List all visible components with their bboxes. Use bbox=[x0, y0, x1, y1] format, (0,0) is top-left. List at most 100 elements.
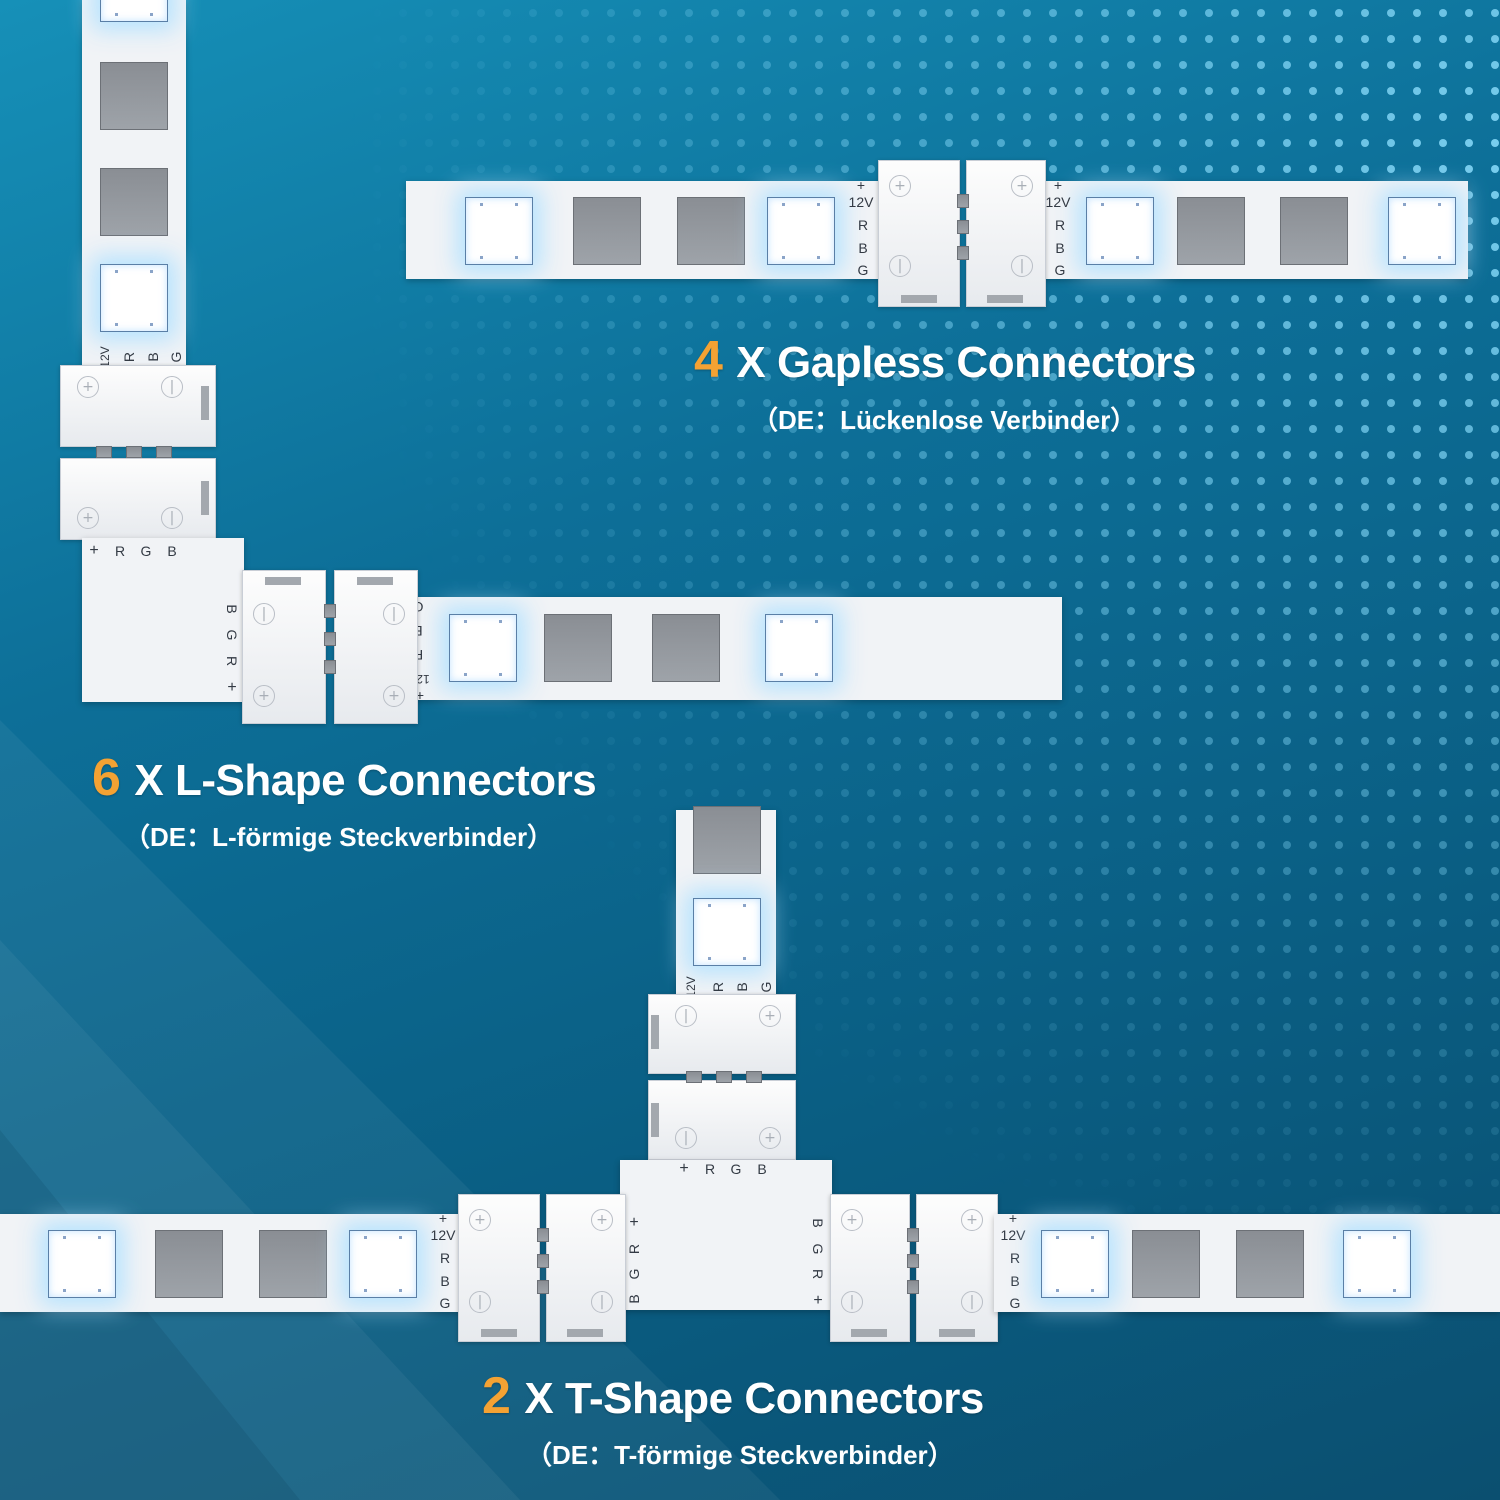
connector-pin bbox=[96, 446, 112, 458]
latch bbox=[651, 1103, 659, 1137]
screw-icon: | bbox=[383, 603, 405, 625]
screw-icon: | bbox=[469, 1291, 491, 1313]
gapless-subtitle: （DE：Lückenlose Verbinder） bbox=[752, 405, 1137, 435]
pin-label-b: B bbox=[1055, 240, 1065, 256]
tshape-connector-left-inner: + | bbox=[546, 1194, 626, 1342]
latch bbox=[201, 386, 209, 420]
tshape-connector-left-outer: + | bbox=[458, 1194, 540, 1342]
latch bbox=[651, 1015, 659, 1049]
pin-label-12v: 12V bbox=[1045, 194, 1071, 210]
connector-pin bbox=[957, 194, 969, 208]
pin-label-g: G bbox=[730, 1161, 742, 1177]
latch bbox=[987, 295, 1023, 303]
pin-label-g: G bbox=[857, 262, 869, 278]
tshape-count: 2 bbox=[482, 1367, 511, 1425]
screw-icon: + bbox=[383, 685, 405, 707]
pin-label-g: G bbox=[439, 1295, 451, 1311]
connector-pin bbox=[907, 1254, 919, 1268]
lshape-corner-board bbox=[82, 538, 244, 702]
screw-icon: | bbox=[841, 1291, 863, 1313]
pin-label-plus: + bbox=[813, 1292, 823, 1309]
screw-icon: | bbox=[161, 376, 183, 398]
pin-label-plus: + bbox=[1053, 177, 1063, 193]
pin-label-plus: + bbox=[1008, 1210, 1018, 1226]
led-chip bbox=[1086, 197, 1154, 265]
screw-icon: + bbox=[77, 376, 99, 398]
connector-pin bbox=[324, 604, 336, 618]
pin-label-plus: + bbox=[227, 679, 237, 696]
connector-pin bbox=[907, 1280, 919, 1294]
resistor-chip bbox=[259, 1230, 327, 1298]
resistor-chip bbox=[1236, 1230, 1304, 1298]
lshape-count: 6 bbox=[92, 749, 121, 807]
connector-pin bbox=[716, 1071, 732, 1083]
screw-icon: | bbox=[161, 507, 183, 529]
resistor-chip bbox=[652, 614, 720, 682]
led-chip bbox=[349, 1230, 417, 1298]
led-chip bbox=[693, 898, 761, 966]
led-chip bbox=[449, 614, 517, 682]
screw-icon: | bbox=[253, 603, 275, 625]
resistor-chip bbox=[544, 614, 612, 682]
screw-icon: | bbox=[675, 1005, 697, 1027]
screw-icon: + bbox=[253, 685, 275, 707]
screw-icon: | bbox=[675, 1127, 697, 1149]
led-chip bbox=[765, 614, 833, 682]
tshape-connector-right-inner: + | bbox=[830, 1194, 910, 1342]
tshape-connector-right-outer: + | bbox=[916, 1194, 998, 1342]
pin-label-g: G bbox=[140, 543, 152, 559]
gapless-count: 4 bbox=[694, 331, 723, 389]
pin-label-r: R bbox=[114, 543, 126, 559]
resistor-chip bbox=[573, 197, 641, 265]
led-chip bbox=[465, 197, 533, 265]
led-chip bbox=[767, 197, 835, 265]
connector-pin bbox=[957, 246, 969, 260]
pin-label-b: B bbox=[626, 1294, 642, 1304]
pin-label-b: B bbox=[440, 1273, 450, 1289]
pin-label-g: G bbox=[1054, 262, 1066, 278]
pin-label-g: G bbox=[626, 1268, 642, 1280]
latch bbox=[567, 1329, 603, 1337]
led-chip bbox=[1041, 1230, 1109, 1298]
screw-icon: | bbox=[591, 1291, 613, 1313]
connector-pin bbox=[537, 1254, 549, 1268]
connector-pin bbox=[686, 1071, 702, 1083]
gapless-connector-right-half: + | bbox=[966, 160, 1046, 307]
screw-icon: | bbox=[1011, 255, 1033, 277]
pin-label-b: B bbox=[757, 1161, 767, 1177]
led-chip bbox=[48, 1230, 116, 1298]
screw-icon: + bbox=[469, 1209, 491, 1231]
pin-label-plus: + bbox=[856, 177, 866, 193]
connector-pin bbox=[537, 1280, 549, 1294]
led-chip bbox=[1343, 1230, 1411, 1298]
gapless-title: X Gapless Connectors bbox=[736, 338, 1196, 387]
screw-icon: + bbox=[591, 1209, 613, 1231]
pin-label-b: B bbox=[167, 543, 177, 559]
pin-label-12v: 12V bbox=[430, 1227, 456, 1243]
gapless-caption: 4 X Gapless Connectors bbox=[694, 330, 1196, 390]
connector-pin bbox=[156, 446, 172, 458]
pin-label-g: G bbox=[1009, 1295, 1021, 1311]
led-chip bbox=[100, 0, 168, 22]
connector-pin bbox=[957, 220, 969, 234]
pin-label-g: G bbox=[810, 1243, 826, 1255]
resistor-chip bbox=[100, 62, 168, 130]
lshape-connector-top-half: + | bbox=[60, 365, 216, 447]
screw-icon: + bbox=[889, 175, 911, 197]
pin-label-r: R bbox=[626, 1243, 642, 1255]
resistor-chip bbox=[1177, 197, 1245, 265]
screw-icon: + bbox=[759, 1005, 781, 1027]
tshape-subtitle: （DE：T-förmige Steckverbinder） bbox=[526, 1440, 954, 1470]
pin-label-r: R bbox=[1009, 1250, 1021, 1266]
tshape-connector-top-half: | + bbox=[648, 994, 796, 1074]
led-chip bbox=[1388, 197, 1456, 265]
connector-pin bbox=[324, 632, 336, 646]
gapless-connector-left-half: + | bbox=[878, 160, 960, 307]
screw-icon: + bbox=[759, 1127, 781, 1149]
pin-label-12v: 12V bbox=[848, 194, 874, 210]
pin-label-b: B bbox=[224, 604, 240, 614]
resistor-chip bbox=[155, 1230, 223, 1298]
tshape-junction-board bbox=[620, 1160, 832, 1310]
